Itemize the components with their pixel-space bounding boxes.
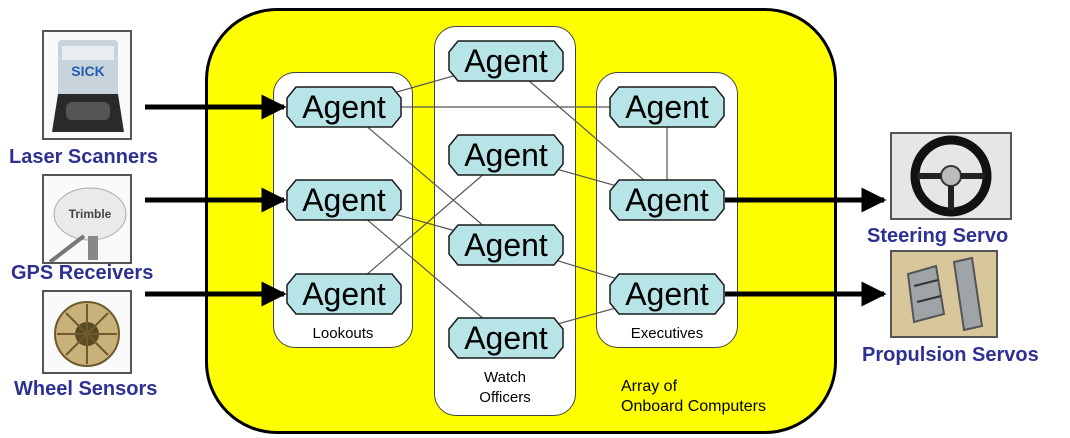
laser-scanners-label: Laser Scanners [9,146,158,168]
laser-scanner-image: SICK [42,30,132,140]
propulsion-servos-image [890,250,998,338]
agent-l1: Agent [286,86,402,128]
agent-octagon-shape [286,273,402,315]
agent-octagon-shape [448,317,564,359]
agent-octagon-shape [286,86,402,128]
gps-receivers-label: GPS Receivers [11,262,154,284]
agent-e1: Agent [609,86,725,128]
gps-receiver-icon: Trimble [48,187,127,262]
executives-label: Executives [630,325,704,342]
wheel-sensors-label: Wheel Sensors [14,378,158,400]
agent-label: Agent [302,182,386,218]
agent-label: Agent [464,43,548,79]
agent-e2: Agent [609,179,725,221]
array-label-line2: Onboard Computers [621,398,766,415]
watch-officers-label-line1: Watch [484,369,526,386]
agent-w1: Agent [448,40,564,82]
gps-receiver-image: Trimble [42,174,132,264]
agent-octagon-shape [609,86,725,128]
connection-L3-W2 [343,154,507,295]
array-label-line1: Array of [621,378,678,395]
agent-e3: Agent [609,273,725,315]
connection-L2-W4 [343,199,507,339]
agent-l2: Agent [286,179,402,221]
steering-servo-label: Steering Servo [867,225,1009,247]
gps-receiver-brand: Trimble [69,207,112,221]
connection-L1-W3 [343,106,507,246]
agent-label: Agent [302,89,386,125]
agent-label: Agent [302,276,386,312]
agent-octagon-shape [448,134,564,176]
agent-w4: Agent [448,317,564,359]
agent-octagon-shape [609,273,725,315]
pedals-icon [892,252,996,336]
wheel-sensor-icon [54,301,120,367]
agent-octagon-shape [609,179,725,221]
agent-w3: Agent [448,224,564,266]
agent-label: Agent [464,137,548,173]
agent-octagon-shape [286,179,402,221]
steering-wheel-icon [892,134,1010,218]
lookouts-label: Lookouts [312,325,374,342]
agent-label: Agent [625,276,709,312]
agent-w2: Agent [448,134,564,176]
steering-servo-image [890,132,1012,220]
connection-W1-E2 [505,60,668,201]
laser-scanner-brand: SICK [71,63,104,79]
wheel-sensor-image [42,290,132,374]
agent-l3: Agent [286,273,402,315]
agent-label: Agent [464,320,548,356]
agent-octagon-shape [448,224,564,266]
agent-octagon-shape [448,40,564,82]
agent-label: Agent [625,89,709,125]
laser-scanner-icon: SICK [52,40,124,132]
agent-label: Agent [625,182,709,218]
propulsion-servos-label: Propulsion Servos [862,344,1039,366]
watch-officers-label-line2: Officers [479,389,531,406]
array-label: Array of Onboard Computers [621,377,766,417]
agent-label: Agent [464,227,548,263]
